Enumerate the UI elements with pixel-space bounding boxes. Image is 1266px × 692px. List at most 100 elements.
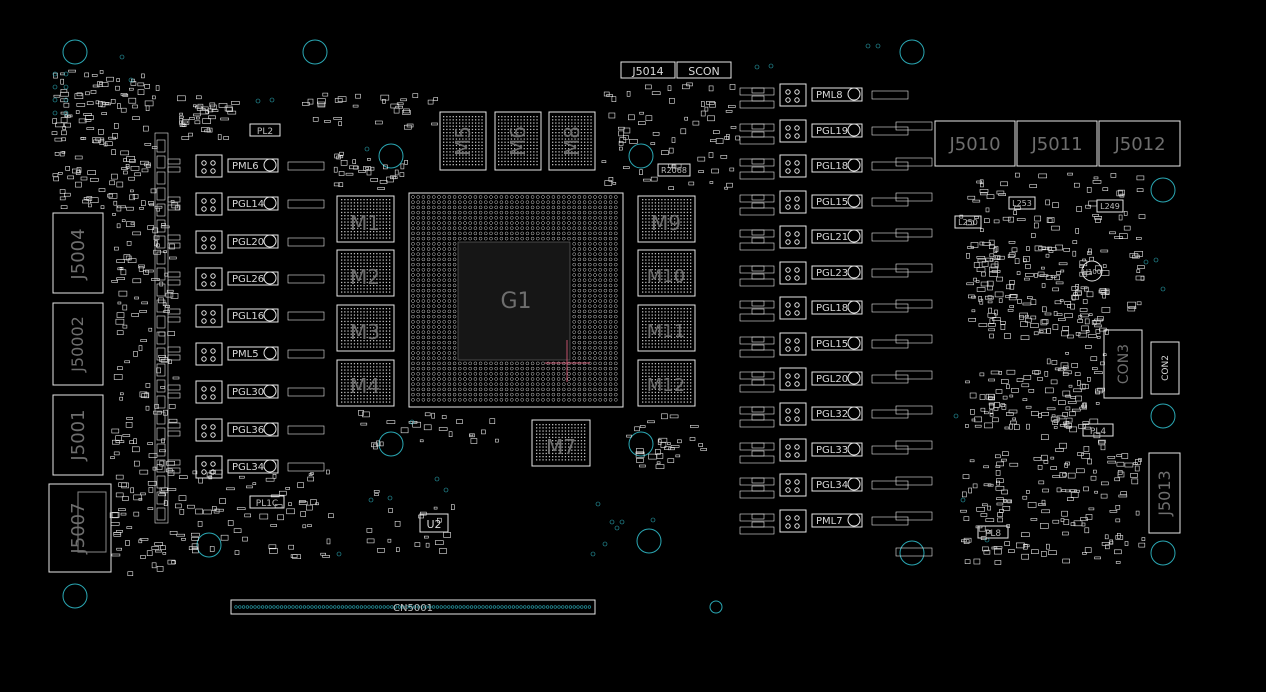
- mounting-hole: [1150, 177, 1176, 203]
- phase-label: PGL33: [816, 445, 848, 456]
- connector-label: SCON: [688, 65, 720, 78]
- left-connectors: J5004 J50002 J5001 J5007: [48, 212, 112, 573]
- connector-label: J5001: [68, 409, 89, 461]
- phase-label: PML5: [232, 349, 259, 360]
- gpu-package: G1: [408, 192, 624, 408]
- phase-label: PGL21: [816, 232, 848, 243]
- memory-chip-m4: M4: [336, 359, 395, 407]
- connector-j5011: J5011: [1016, 120, 1098, 167]
- connector-label: J5012: [1113, 134, 1165, 155]
- mounting-hole: [899, 39, 925, 65]
- mounting-hole: [378, 431, 404, 457]
- connector-label: J5010: [948, 134, 1000, 155]
- mounting-holes: [62, 39, 1176, 614]
- phase-label: PGL15: [816, 197, 848, 208]
- mounting-hole: [1150, 540, 1176, 566]
- mounting-hole: [196, 532, 222, 558]
- power-phase: PGL15: [751, 190, 909, 214]
- phase-label: PGL18: [816, 161, 848, 172]
- misc-label: PL4: [1090, 427, 1106, 437]
- connector-label: CON2: [1161, 355, 1171, 381]
- memory-chip-m7: M7: [531, 419, 591, 467]
- mounting-hole: [378, 143, 404, 169]
- memory-label: M2: [350, 265, 380, 289]
- connector-label: J5004: [68, 228, 89, 280]
- phase-label: PGL26: [232, 274, 264, 285]
- memory-chips: M1 M2 M3 M4 M5 M6 M8 M7 M9 M10 M11 M12: [336, 111, 696, 467]
- connector-label: J50002: [68, 316, 87, 373]
- phase-label: PGL20: [232, 237, 264, 248]
- power-phase: PGL32: [751, 402, 909, 426]
- mounting-hole: [1150, 403, 1176, 429]
- connector-scon: SCON: [676, 61, 732, 79]
- top-right-connectors: J5010 J5011 J5012 J5013 CON2 CON3 J5014 …: [620, 61, 1181, 534]
- mounting-hole: [62, 39, 88, 65]
- connector-j5012: J5012: [1098, 120, 1181, 167]
- power-phase: PGL36: [167, 418, 325, 442]
- connector-j5014: J5014: [620, 61, 676, 79]
- connector-j5004: J5004: [52, 212, 104, 294]
- misc-label: U100: [1083, 268, 1101, 276]
- phase-label: PGL16: [232, 311, 264, 322]
- misc-label: L253: [1012, 199, 1032, 208]
- phase-label: PGL18: [816, 303, 848, 314]
- right-power-phases: PML8PGL19PGL18PGL15PGL21PGL23PGL18PGL15P…: [751, 83, 909, 533]
- connector-con3: CON3: [1103, 329, 1143, 399]
- power-phase: PGL34: [167, 455, 325, 479]
- phase-label: PGL32: [816, 409, 848, 420]
- phase-label: PGL20: [816, 374, 848, 385]
- power-phase: PGL34: [751, 473, 909, 497]
- connector-label: J5013: [1155, 470, 1174, 516]
- power-phase: PML6: [167, 154, 325, 178]
- power-phase: PML7: [751, 509, 909, 533]
- misc-label: PL1C: [256, 499, 278, 509]
- phase-label: PGL30: [232, 387, 264, 398]
- memory-label: M11: [647, 321, 685, 342]
- memory-chip-m2: M2: [336, 249, 395, 297]
- power-phase: PGL33: [751, 438, 909, 462]
- connector-j5001: J5001: [52, 394, 104, 476]
- pcie-label: CN5001: [393, 603, 433, 614]
- memory-chip-m12: M12: [637, 359, 696, 407]
- memory-label: M4: [350, 374, 380, 398]
- connector-j5007: J5007: [48, 483, 112, 573]
- power-phase: PGL15: [751, 332, 909, 356]
- power-phase: PGL18: [751, 154, 909, 178]
- phase-label: PGL34: [816, 480, 848, 491]
- memory-chip-m5: M5: [439, 111, 487, 171]
- gpu-label: G1: [500, 289, 531, 314]
- phase-label: PML7: [816, 516, 843, 527]
- memory-chip-m1: M1: [336, 195, 395, 243]
- misc-label: PL8: [985, 529, 1001, 539]
- memory-chip-m10: M10: [637, 249, 696, 297]
- connector-label: J5011: [1030, 134, 1082, 155]
- memory-chip-m3: M3: [336, 304, 395, 352]
- mounting-hole: [302, 39, 328, 65]
- mounting-hole: [636, 528, 662, 554]
- power-phase: PGL26: [167, 267, 325, 291]
- power-phase: PGL20: [167, 230, 325, 254]
- connector-label: J5007: [68, 502, 89, 554]
- memory-label: M7: [546, 435, 576, 459]
- mounting-hole: [899, 540, 925, 566]
- power-phase: PGL20: [751, 367, 909, 391]
- memory-chip-m8: M8: [548, 111, 596, 171]
- memory-chip-m9: M9: [637, 195, 696, 243]
- phase-label: PGL23: [816, 268, 848, 279]
- connector-label: CON3: [1116, 344, 1132, 384]
- power-phase: PGL21: [751, 225, 909, 249]
- mounting-hole: [62, 583, 88, 609]
- mounting-hole: [628, 143, 654, 169]
- connector-j50002: J50002: [52, 302, 104, 386]
- power-phase: PGL19: [751, 119, 909, 143]
- memory-label: M6: [506, 126, 530, 156]
- memory-label: M12: [647, 375, 685, 396]
- power-phase: PGL18: [751, 296, 909, 320]
- phase-label: PML6: [232, 161, 259, 172]
- power-phase: PML8: [751, 83, 909, 107]
- phase-label: PML8: [816, 90, 843, 101]
- phase-label: PGL14: [232, 199, 264, 210]
- phase-label: PGL19: [816, 126, 848, 137]
- power-phase: PGL14: [167, 192, 325, 216]
